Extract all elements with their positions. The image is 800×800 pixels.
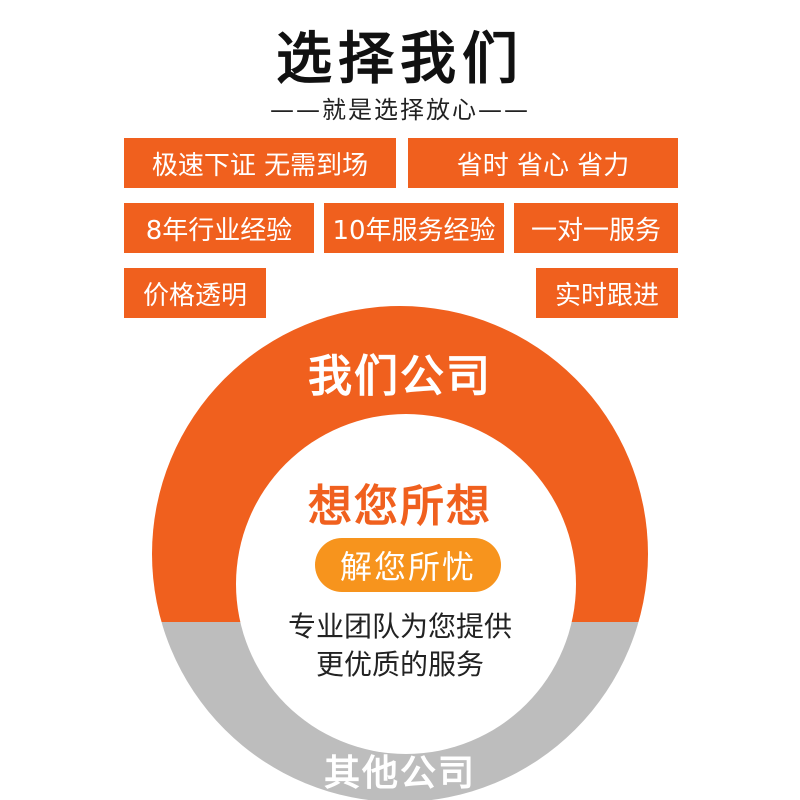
tag-fast-certificate: 极速下证 无需到场 bbox=[124, 138, 396, 188]
service-description: 专业团队为您提供 更优质的服务 bbox=[0, 608, 800, 684]
page-title: 选择我们 bbox=[276, 27, 524, 92]
other-company-label: 其他公司 bbox=[323, 753, 476, 794]
desc-line-1: 专业团队为您提供 bbox=[287, 610, 512, 643]
worry-pill: 解您所忧 bbox=[315, 538, 501, 592]
tag-real-time-follow: 实时跟进 bbox=[536, 268, 678, 318]
inner-title: 想您所想 bbox=[308, 481, 492, 532]
tag-transparent-price: 价格透明 bbox=[124, 268, 266, 318]
page-subtitle: ——就是选择放心—— bbox=[270, 96, 530, 124]
tag-save-time: 省时 省心 省力 bbox=[408, 138, 678, 188]
our-company-label: 我们公司 bbox=[308, 351, 492, 402]
tag-service-experience: 10年服务经验 bbox=[324, 203, 504, 253]
tag-one-on-one: 一对一服务 bbox=[514, 203, 678, 253]
desc-line-2: 更优质的服务 bbox=[315, 648, 484, 681]
tag-industry-experience: 8年行业经验 bbox=[124, 203, 314, 253]
